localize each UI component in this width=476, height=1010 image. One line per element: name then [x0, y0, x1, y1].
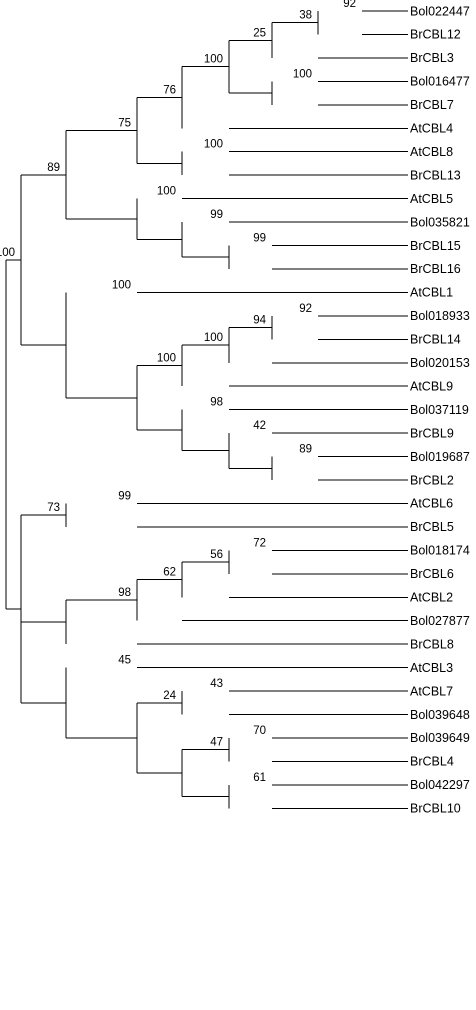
- leaf-label: BrCBL2: [410, 473, 454, 487]
- bootstrap-value: 94: [253, 315, 266, 327]
- leaf-label: AtCBL2: [410, 591, 453, 605]
- leaf-label: AtCBL7: [410, 684, 453, 698]
- leaf-label: BrCBL16: [410, 262, 461, 276]
- bootstrap-value: 47: [210, 737, 223, 749]
- leaf-label: BrCBL13: [410, 168, 461, 182]
- leaf-label: BrCBL3: [410, 51, 454, 65]
- leaf-label: Bol039649: [410, 731, 470, 745]
- leaf-label: AtCBL5: [410, 192, 453, 206]
- bootstrap-value: 92: [299, 303, 312, 315]
- leaf-label: Bol039648: [410, 708, 470, 722]
- bootstrap-value: 24: [163, 690, 176, 702]
- leaf-label: Bol037119: [410, 403, 469, 417]
- bootstrap-value: 98: [210, 397, 223, 409]
- leaf-label: Bol019687: [410, 450, 470, 464]
- leaf-label: AtCBL8: [410, 145, 453, 159]
- leaf-label: BrCBL4: [410, 755, 454, 769]
- bootstrap-value: 100: [157, 353, 176, 365]
- leaf-label: BrCBL14: [410, 333, 461, 347]
- leaf-label: Bol020153: [410, 356, 470, 370]
- bootstrap-value: 43: [210, 678, 223, 690]
- bootstrap-value: 42: [253, 420, 266, 432]
- leaf-label: Bol016477: [410, 75, 470, 89]
- leaf-label: AtCBL9: [410, 379, 453, 393]
- leaf-label: Bol018174: [410, 544, 470, 558]
- bootstrap-value: 25: [253, 27, 266, 39]
- bootstrap-value: 70: [253, 725, 266, 737]
- bootstrap-value: 62: [163, 567, 176, 579]
- leaf-label: BrCBL5: [410, 520, 454, 534]
- leaf-label: Bol035821: [410, 215, 470, 229]
- bootstrap-value: 100: [293, 68, 312, 80]
- bootstrap-value: 56: [210, 549, 223, 561]
- bootstrap-value: 100: [112, 279, 131, 291]
- leaf-label: Bol042297: [410, 778, 470, 792]
- bootstrap-value: 99: [210, 209, 223, 221]
- bootstrap-value: 61: [253, 772, 266, 784]
- bootstrap-value: 100: [204, 139, 223, 151]
- leaf-label: BrCBL8: [410, 637, 454, 651]
- leaf-label: BrCBL10: [410, 802, 461, 816]
- bootstrap-value: 100: [204, 332, 223, 344]
- leaf-label: Bol018933: [410, 309, 470, 323]
- bootstrap-value: 75: [118, 117, 131, 129]
- leaf-label: AtCBL1: [410, 286, 453, 300]
- bootstrap-value: 100: [204, 54, 223, 66]
- bootstrap-value: 73: [47, 502, 60, 514]
- leaf-label: BrCBL7: [410, 98, 454, 112]
- bootstrap-value: 99: [118, 490, 131, 502]
- leaf-label: AtCBL4: [410, 122, 453, 136]
- bootstrap-value: 89: [47, 162, 60, 174]
- leaf-label: Bol027877: [410, 614, 470, 628]
- bootstrap-value: 72: [253, 537, 266, 549]
- leaf-label: BrCBL6: [410, 567, 454, 581]
- leaf-label: AtCBL3: [410, 661, 453, 675]
- bootstrap-value: 100: [0, 247, 15, 259]
- leaf-label: BrCBL15: [410, 239, 461, 253]
- bootstrap-value: 89: [299, 444, 312, 456]
- leaf-label: Bol022447: [410, 4, 470, 18]
- leaf-label: BrCBL12: [410, 28, 461, 42]
- bootstrap-value: 100: [157, 186, 176, 198]
- bootstrap-value: 45: [118, 655, 131, 667]
- bootstrap-value: 99: [253, 233, 266, 245]
- bootstrap-value: 92: [343, 0, 356, 10]
- bootstrap-value: 38: [299, 10, 312, 22]
- leaf-label: AtCBL6: [410, 497, 453, 511]
- leaf-label: BrCBL9: [410, 426, 454, 440]
- bootstrap-value: 98: [118, 587, 131, 599]
- bootstrap-value: 76: [163, 84, 176, 96]
